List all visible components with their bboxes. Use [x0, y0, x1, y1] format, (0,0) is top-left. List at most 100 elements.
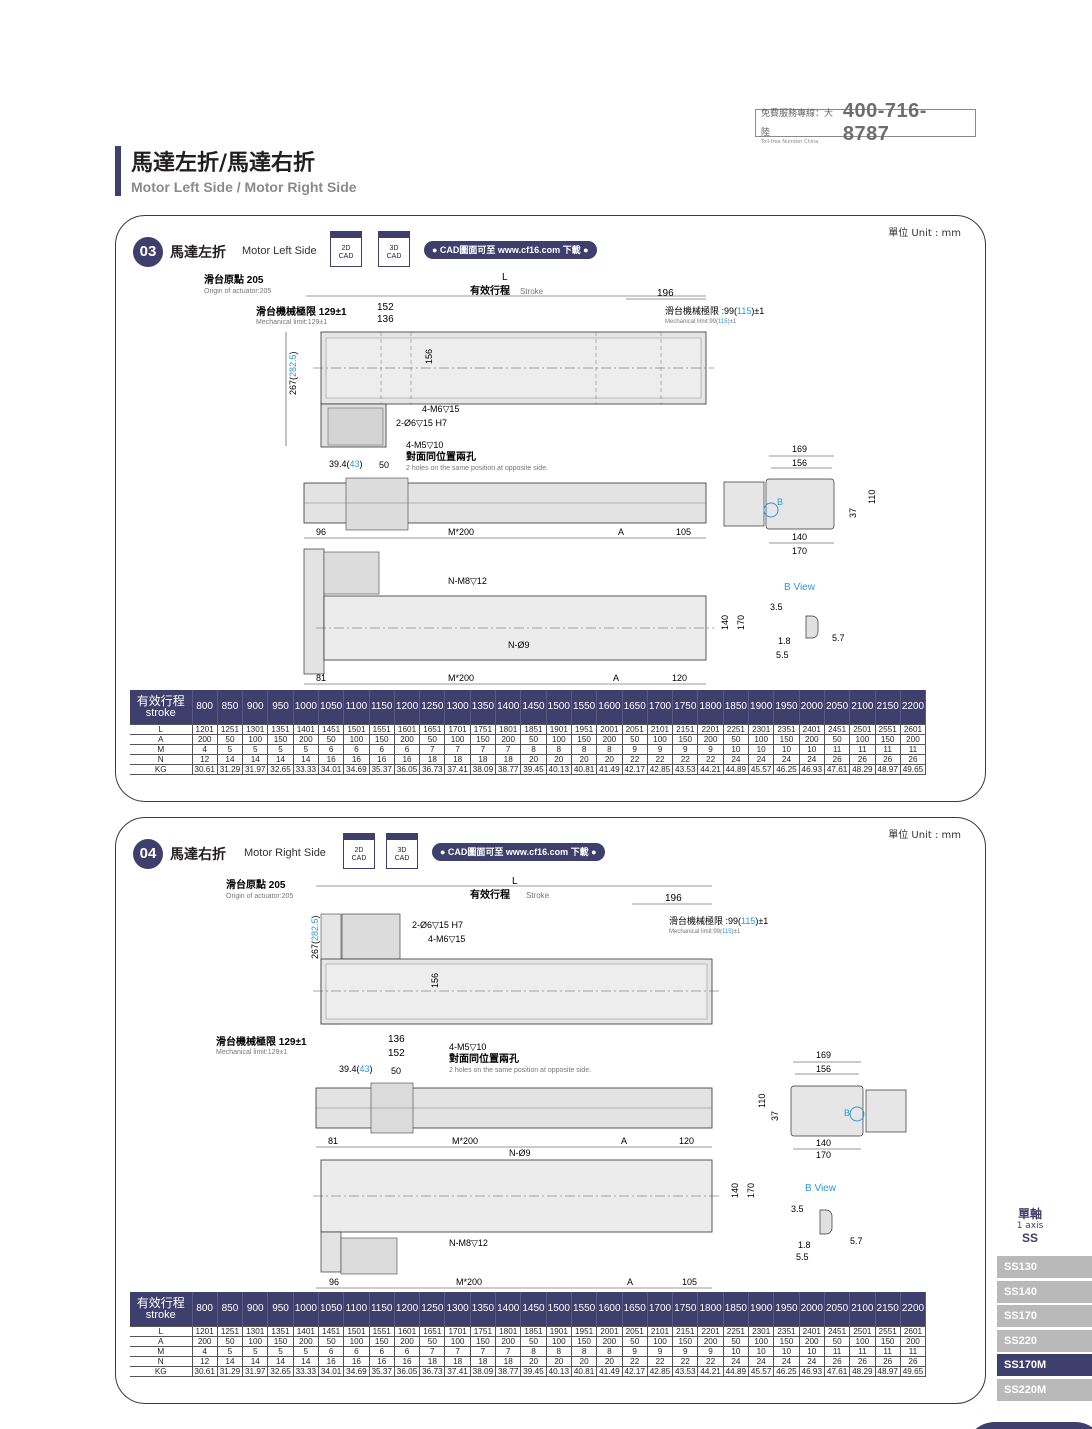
dim-1-8: 1.8: [778, 636, 791, 646]
table-cell: 1201: [191, 723, 218, 735]
stroke-cell: 1250: [419, 690, 446, 724]
stroke-cell: 950: [267, 1292, 294, 1326]
table-cell: 1801: [495, 723, 522, 735]
table-cell: 16: [368, 1355, 395, 1367]
table-cell: 50: [419, 733, 446, 745]
stroke-cell: 1750: [672, 690, 699, 724]
series-tab-ss130[interactable]: SS130: [997, 1256, 1092, 1279]
m5-label: 4-M5▽10: [406, 440, 443, 450]
table-cell: 1801: [495, 1325, 522, 1337]
table-cell: 26: [823, 753, 851, 765]
stroke-cell: 2150: [875, 1292, 901, 1326]
origin-label: 滑台原點 205: [204, 273, 264, 286]
table-cell: 7: [419, 743, 446, 755]
table-cell: 41.49: [596, 763, 623, 775]
table-cell: 36.05: [393, 763, 421, 775]
cad-download-link[interactable]: ● CAD圖面可至 www.cf16.com 下載 ●: [432, 843, 605, 861]
table-cell: 24: [773, 753, 800, 765]
row-label: A: [130, 1335, 193, 1347]
dim-81: 81: [316, 673, 326, 683]
table-cell: 150: [469, 733, 497, 745]
table-cell: 2251: [722, 1325, 750, 1337]
table-cell: 10: [748, 743, 775, 755]
stroke-cell: 1300: [444, 690, 471, 724]
b-view-label: B View: [784, 582, 816, 593]
series-tab-ss170[interactable]: SS170: [997, 1305, 1092, 1328]
holes-label: 對面同位置兩孔: [406, 450, 476, 463]
table-cell: 18: [419, 753, 446, 765]
table-cell: 2101: [646, 1325, 674, 1337]
series-tab-ss220m[interactable]: SS220M: [997, 1378, 1092, 1402]
table-cell: 1501: [343, 1325, 370, 1337]
table-cell: 37.41: [444, 763, 471, 775]
stroke-cell: 1100: [343, 690, 370, 724]
table-cell: 7: [419, 1345, 446, 1357]
d6-label: 2-Ø6▽15 H7: [412, 920, 463, 930]
dim-5-7: 5.7: [850, 1236, 863, 1246]
table-cell: 16: [317, 753, 345, 765]
dim-A: A: [621, 1136, 627, 1146]
series-tab-ss170m[interactable]: SS170M: [997, 1354, 1092, 1377]
table-cell: 2051: [621, 723, 648, 735]
table-cell: 2301: [748, 723, 775, 735]
stroke-cell: 1400: [495, 1292, 522, 1326]
table-cell: 34.69: [343, 763, 370, 775]
series-tab-ss140[interactable]: SS140: [997, 1280, 1092, 1304]
table-cell: 20: [545, 753, 572, 765]
table-cell: 38.77: [495, 763, 522, 775]
table-cell: 11: [849, 1345, 876, 1357]
table-cell: 200: [596, 733, 623, 745]
table-cell: 24: [773, 1355, 800, 1367]
dim-96: 96: [316, 527, 326, 537]
table-cell: 2401: [798, 1325, 825, 1337]
dim-140b: 140: [720, 615, 730, 630]
dim-105: 105: [676, 527, 691, 537]
page-subtitle: Motor Left Side / Motor Right Side: [131, 179, 357, 195]
table-cell: 50: [621, 733, 648, 745]
stroke-label-en: Stroke: [520, 287, 544, 296]
table-cell: 31.29: [216, 763, 244, 775]
stroke-cell: 2150: [875, 690, 901, 724]
origin-label: 滑台原點 205: [226, 878, 286, 891]
row-label: L: [130, 723, 193, 735]
table-cell: 1701: [444, 723, 471, 735]
table-cell: 20: [570, 753, 598, 765]
table-cell: 200: [899, 1335, 927, 1347]
table-cell: 1451: [317, 1325, 345, 1337]
series-tab-ss220[interactable]: SS220: [997, 1329, 1092, 1353]
table-cell: 24: [748, 1355, 775, 1367]
table-cell: 16: [343, 1355, 370, 1367]
dim-m200b: M*200: [456, 1277, 482, 1287]
table-cell: 150: [773, 733, 800, 745]
heading-accent-bar: [115, 146, 121, 196]
table-cell: 45.57: [748, 1365, 775, 1377]
table-cell: 7: [469, 1345, 497, 1357]
table-cell: 1301: [242, 1325, 269, 1337]
table-cell: 45.57: [748, 763, 775, 775]
table-cell: 1351: [267, 1325, 294, 1337]
table-cell: 26: [899, 753, 927, 765]
stroke-label-en: Stroke: [526, 891, 550, 900]
dim-156b: 156: [792, 458, 807, 468]
table-cell: 18: [495, 1355, 522, 1367]
stroke-cell: 1200: [394, 1292, 421, 1326]
unit-label: 單位 Unit : mm: [888, 830, 961, 841]
table-cell: 14: [242, 1355, 269, 1367]
stroke-cell: 1750: [672, 1292, 699, 1326]
table-cell: 10: [798, 1345, 825, 1357]
stroke-cell: 1650: [622, 690, 648, 724]
table-cell: 5: [267, 1345, 294, 1357]
table-cell: 200: [292, 1335, 319, 1347]
cad-download-link[interactable]: ● CAD圖面可至 www.cf16.com 下載 ●: [424, 241, 597, 259]
